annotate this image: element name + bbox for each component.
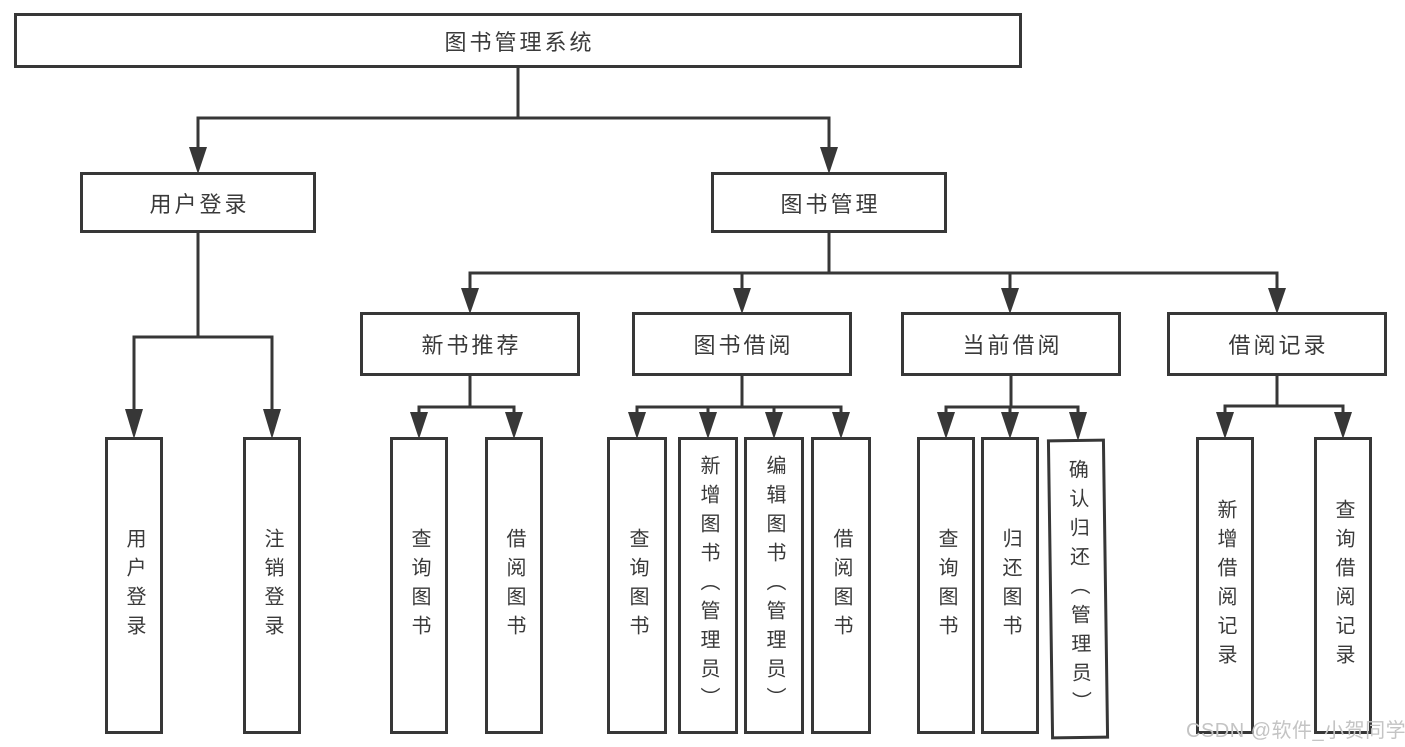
- node-leaf-edit-books-admin: 编辑图书（管理员）: [744, 437, 804, 734]
- leaf-label: 借阅图书: [830, 527, 852, 644]
- node-current-borrowing: 当前借阅: [901, 312, 1121, 376]
- node-leaf-query-books: 查询图书: [607, 437, 667, 734]
- node-leaf-borrow-books: 借阅图书: [485, 437, 543, 734]
- node-leaf-user-login: 用户登录: [105, 437, 163, 734]
- leaf-label: 新增图书（管理员）: [697, 455, 719, 716]
- leaf-label: 确认归还（管理员）: [1065, 458, 1091, 720]
- node-leaf-query-borrow-record: 查询借阅记录: [1314, 437, 1372, 734]
- leaf-label: 用户登录: [123, 527, 145, 644]
- node-leaf-return-books: 归还图书: [981, 437, 1039, 734]
- node-user-login: 用户登录: [80, 172, 316, 233]
- node-book-borrowing: 图书借阅: [632, 312, 852, 376]
- leaf-label: 归还图书: [999, 527, 1021, 644]
- node-new-book-recommendation: 新书推荐: [360, 312, 580, 376]
- leaf-label: 注销登录: [261, 527, 283, 644]
- leaf-label: 查询图书: [408, 527, 430, 644]
- node-leaf-logout: 注销登录: [243, 437, 301, 734]
- node-leaf-borrow-books: 借阅图书: [811, 437, 871, 734]
- leaf-label: 借阅图书: [503, 527, 525, 644]
- leaf-label: 新增借阅记录: [1214, 498, 1236, 673]
- node-borrowing-records: 借阅记录: [1167, 312, 1387, 376]
- leaf-label: 查询借阅记录: [1332, 498, 1354, 673]
- node-leaf-add-borrow-record: 新增借阅记录: [1196, 437, 1254, 734]
- leaf-label: 查询图书: [626, 527, 648, 644]
- leaf-label: 查询图书: [935, 527, 957, 644]
- csdn-watermark: CSDN @软件_小贺同学: [1186, 720, 1405, 742]
- node-leaf-confirm-return-admin: 确认归还（管理员）: [1046, 438, 1110, 740]
- node-library-management-system: 图书管理系统: [14, 13, 1022, 68]
- leaf-label: 编辑图书（管理员）: [763, 455, 785, 716]
- node-book-management: 图书管理: [711, 172, 947, 233]
- node-leaf-query-books: 查询图书: [390, 437, 448, 734]
- node-leaf-query-books: 查询图书: [917, 437, 975, 734]
- node-leaf-add-books-admin: 新增图书（管理员）: [678, 437, 738, 734]
